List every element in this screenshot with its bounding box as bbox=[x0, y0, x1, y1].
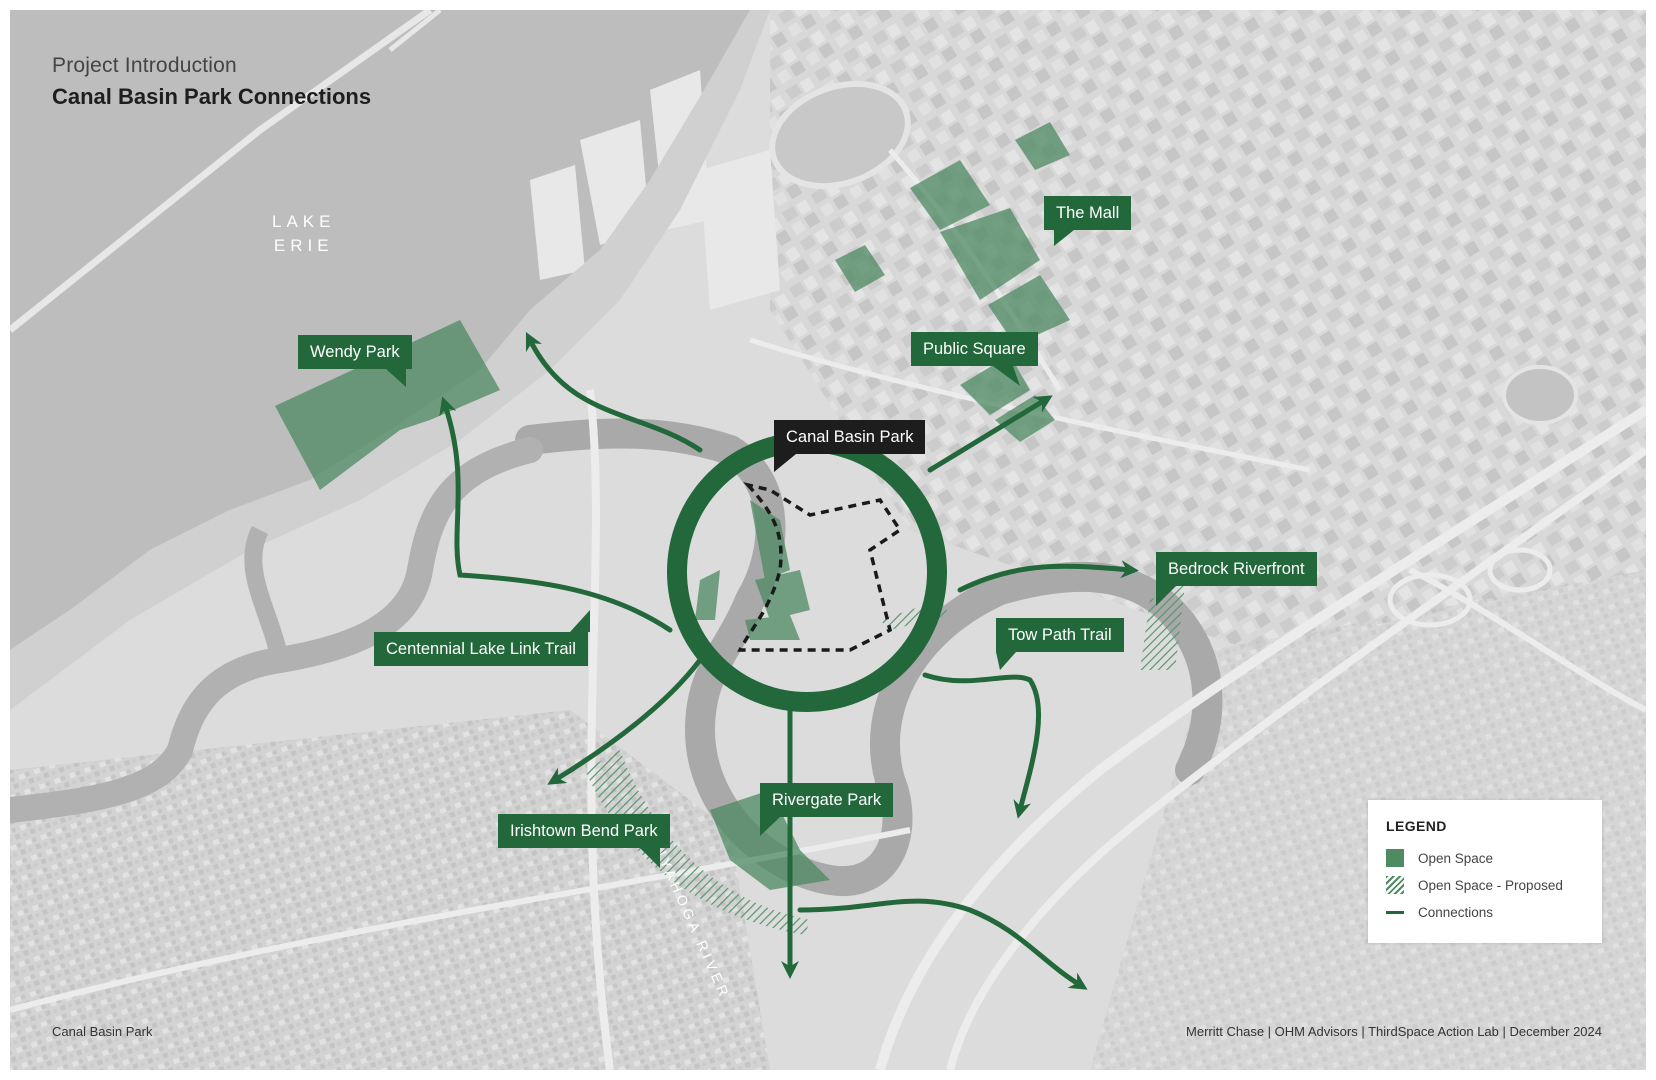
label-irishtown-bend-park[interactable]: Irishtown Bend Park bbox=[498, 814, 670, 848]
title-block: Project Introduction Canal Basin Park Co… bbox=[52, 54, 371, 110]
legend-label: Connections bbox=[1418, 904, 1494, 920]
cuyahoga-river bbox=[515, 418, 1223, 897]
footer-project-name: Canal Basin Park bbox=[52, 1024, 153, 1039]
label-tow-path-trail[interactable]: Tow Path Trail bbox=[996, 618, 1124, 652]
site-boundary bbox=[737, 482, 903, 652]
legend-item-open-space: Open Space bbox=[1386, 848, 1493, 868]
legend-item-open-space-proposed: Open Space - Proposed bbox=[1386, 875, 1563, 895]
canal-basin-green-2 bbox=[755, 570, 810, 620]
label-centennial-lake-link-trail[interactable]: Centennial Lake Link Trail bbox=[374, 632, 588, 666]
connection-bedrock bbox=[957, 560, 1139, 593]
legend-title: LEGEND bbox=[1386, 818, 1447, 834]
label-bedrock-riverfront[interactable]: Bedrock Riverfront bbox=[1156, 552, 1317, 586]
legend: LEGEND Open Space Open Space - Proposed … bbox=[1368, 800, 1602, 943]
mall-area-2 bbox=[940, 208, 1040, 300]
downtown-blocks bbox=[770, 10, 1646, 650]
label-canal-basin-park[interactable]: Canal Basin Park bbox=[774, 420, 926, 454]
stadium bbox=[769, 80, 911, 190]
shoreline bbox=[10, 10, 770, 710]
legend-item-connections: Connections bbox=[1386, 902, 1493, 922]
residential-area bbox=[10, 710, 770, 1070]
label-the-mall[interactable]: The Mall bbox=[1044, 196, 1132, 230]
label-public-square[interactable]: Public Square bbox=[911, 332, 1038, 366]
mall-area-1 bbox=[910, 160, 990, 230]
canal-basin-green-3 bbox=[745, 615, 800, 640]
mall-area-4 bbox=[1015, 122, 1070, 170]
connections bbox=[439, 331, 1139, 990]
canal-basin-green-4 bbox=[695, 570, 720, 620]
breakwater-north bbox=[388, 10, 442, 52]
hatch-swatch-icon bbox=[1386, 876, 1404, 894]
map-frame: Project Introduction Canal Basin Park Co… bbox=[10, 10, 1646, 1070]
connection-towpath bbox=[922, 672, 1042, 819]
west-channel bbox=[244, 525, 289, 662]
lake-label-line-1: LAKE bbox=[272, 212, 336, 231]
arena bbox=[1502, 365, 1578, 425]
connection-public-square bbox=[927, 395, 1053, 473]
irishtown-bend-hatch bbox=[585, 750, 810, 935]
connection-line-icon bbox=[1386, 910, 1404, 914]
page-title: Canal Basin Park Connections bbox=[52, 84, 372, 109]
label-wendy-park[interactable]: Wendy Park bbox=[298, 335, 412, 369]
green-block bbox=[835, 245, 885, 292]
connection-south bbox=[797, 898, 1088, 990]
breakwater bbox=[10, 10, 433, 333]
aerial-map bbox=[10, 10, 1646, 1070]
wendy-park-area bbox=[275, 320, 500, 490]
connection-wendy bbox=[439, 396, 673, 633]
connection-irishtown bbox=[547, 657, 703, 785]
connection-lake bbox=[525, 331, 703, 453]
lake-label-line-2: ERIE bbox=[273, 236, 334, 255]
legend-label: Open Space bbox=[1418, 850, 1494, 866]
bedrock-riverfront-hatch bbox=[1140, 585, 1185, 670]
mall-area-3 bbox=[988, 275, 1070, 345]
rivergate-area bbox=[710, 790, 830, 890]
label-rivergate-park[interactable]: Rivergate Park bbox=[760, 783, 894, 817]
legend-label: Open Space - Proposed bbox=[1418, 877, 1563, 893]
lake-erie-label: LAKE ERIE bbox=[272, 210, 335, 258]
section-subtitle: Project Introduction bbox=[52, 54, 237, 77]
footer-credits: Merritt Chase | OHM Advisors | ThirdSpac… bbox=[1186, 1024, 1602, 1039]
open-space-swatch-icon bbox=[1386, 849, 1404, 867]
interchange bbox=[1387, 547, 1553, 628]
